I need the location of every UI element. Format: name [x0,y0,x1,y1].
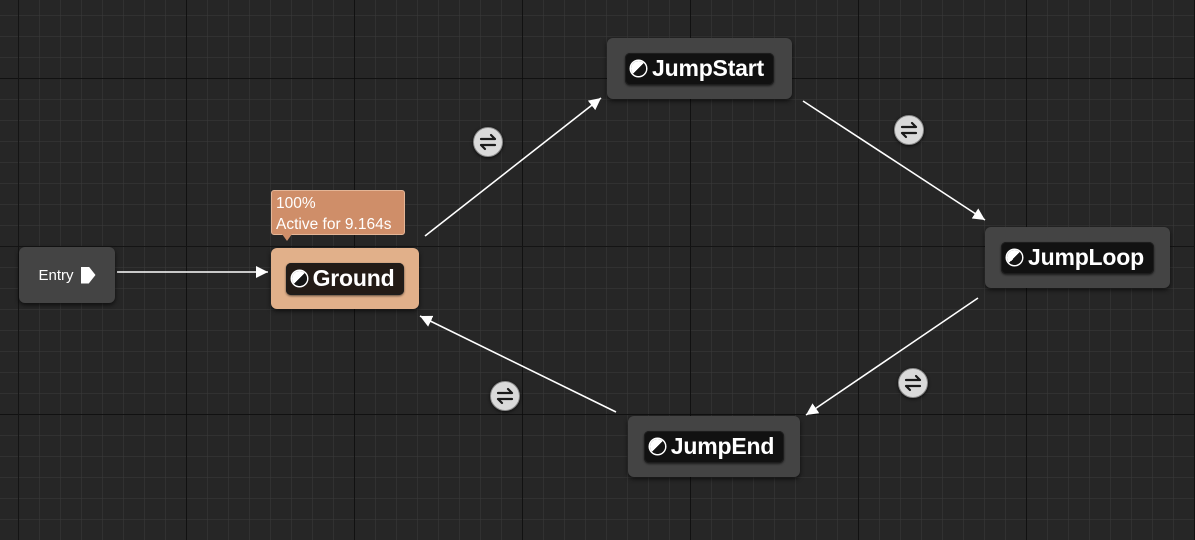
exec-pin-icon[interactable] [80,266,96,284]
transition-rule-icon[interactable] [894,115,924,145]
state-label-jumpend: JumpEnd [670,433,775,459]
wire-jumpend-to-ground[interactable] [419,315,617,413]
tooltip-active-time: Active for 9.164s [276,216,392,233]
entry-node[interactable]: Entry [19,247,115,303]
wire-ground-to-jumpstart[interactable] [424,97,602,237]
state-icon [291,271,307,286]
entry-label: Entry [38,266,74,284]
state-title-jumpend: JumpEnd [643,430,785,463]
state-icon [631,61,647,76]
active-state-tooltip: 100% Active for 9.164s [271,190,405,241]
wire-jumpstart-to-jumploop[interactable] [802,100,986,221]
state-node-jumpstart[interactable]: JumpStart [607,38,792,99]
state-icon [1007,250,1023,265]
state-node-jumploop[interactable]: JumpLoop [985,227,1170,288]
state-label-jumploop: JumpLoop [1028,244,1144,270]
wire-jumploop-to-jumpend[interactable] [805,297,979,416]
state-title-jumpstart: JumpStart [625,52,774,85]
state-title-ground: Ground [285,262,405,295]
state-node-ground[interactable]: Ground [271,248,419,309]
state-node-jumpend[interactable]: JumpEnd [628,416,800,477]
transition-rule-icon[interactable] [490,381,520,411]
state-title-jumploop: JumpLoop [1001,241,1154,274]
transition-rule-icon[interactable] [898,368,928,398]
transition-rule-icon[interactable] [473,127,503,157]
state-label-jumpstart: JumpStart [652,55,764,81]
state-icon [649,439,665,454]
tooltip-weight: 100% [276,195,316,212]
state-label-ground: Ground [312,265,395,291]
